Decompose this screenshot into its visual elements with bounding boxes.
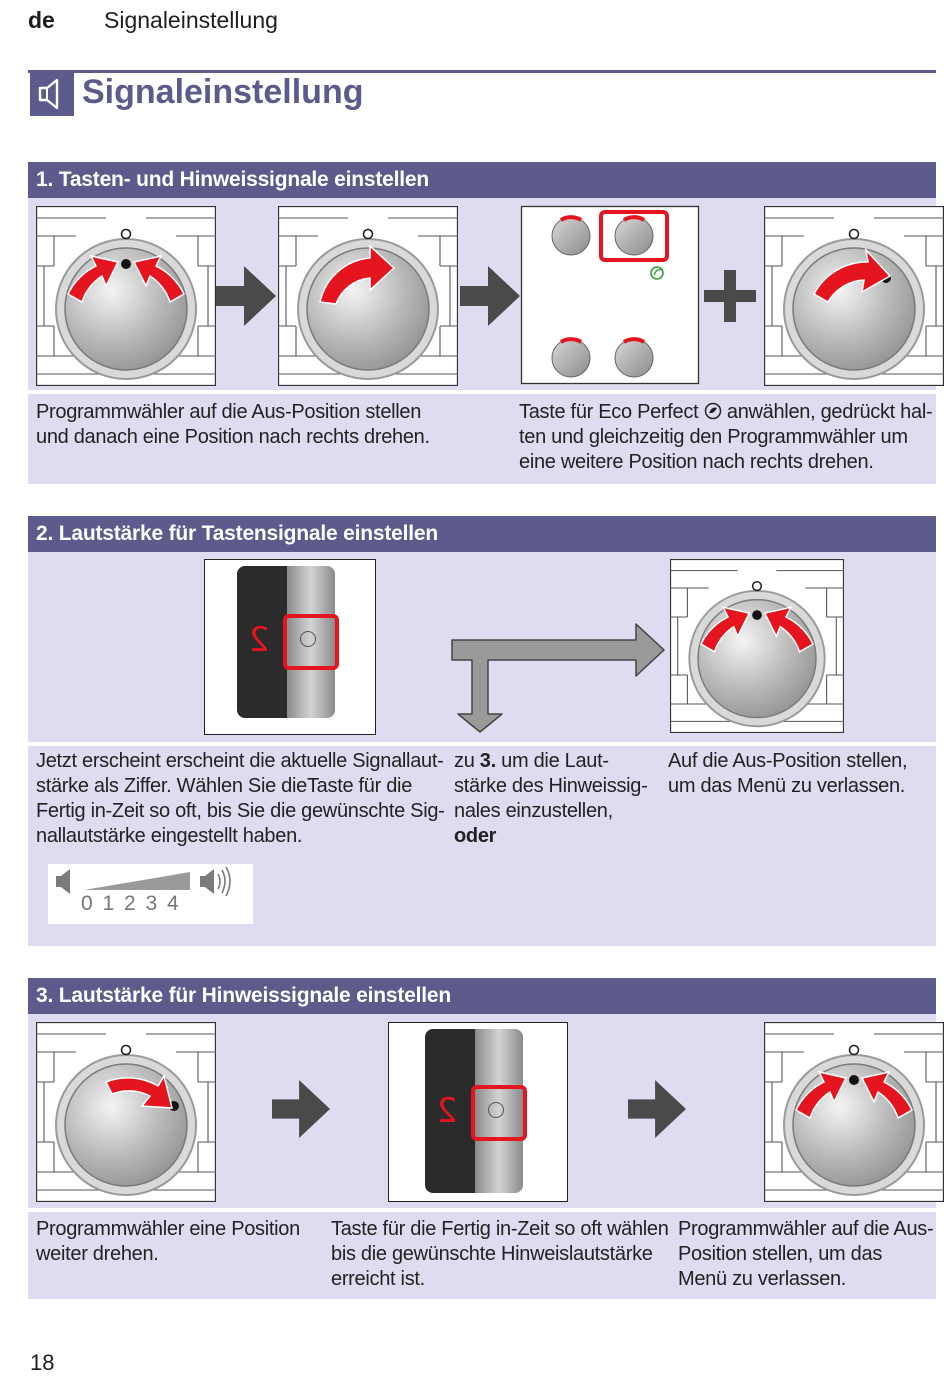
page-title: Signaleinstellung — [82, 73, 364, 111]
section-2-separator — [28, 742, 936, 746]
text-fragment: anwählen, gedrückt hal- — [726, 401, 933, 423]
text-fragment: um die Laut- — [501, 750, 609, 772]
timer-button-highlight — [283, 614, 339, 670]
text-line: Position stellen, um das — [678, 1243, 883, 1265]
step-3a-text: Programmwähler eine Position weiter dreh… — [36, 1217, 300, 1267]
text-fragment: Taste für Eco Perfect — [519, 401, 699, 423]
section-1-panel: 1. Tasten- und Hinweissignale einstellen — [28, 162, 936, 484]
text-line: Jetzt erscheint erscheint die aktuelle S… — [36, 750, 444, 772]
volume-ramp — [84, 872, 190, 890]
flow-arrow-icon — [451, 623, 665, 733]
step-2a-text: Jetzt erscheint erscheint die aktuelle S… — [36, 749, 445, 849]
next-step-arrow-icon — [460, 266, 520, 326]
display-screen: 2 — [425, 1029, 475, 1193]
text-line: stärke des Hinweissig- — [454, 775, 648, 797]
section-3-header: 3. Lautstärke für Hinweissignale einstel… — [28, 978, 936, 1014]
text-line: erreicht ist. — [331, 1268, 425, 1290]
knob-position-one-diagram — [278, 206, 458, 386]
step-1b-text: Taste für Eco Perfect anwählen, gedrückt… — [519, 400, 933, 475]
next-step-arrow-icon — [628, 1078, 686, 1140]
text-line: Programmwähler eine Position — [36, 1218, 300, 1240]
section-3-title: 3. Lautstärke für Hinweissignale einstel… — [36, 984, 452, 1007]
section-1-separator — [28, 390, 936, 394]
section-3-panel: 3. Lautstärke für Hinweissignale einstel… — [28, 978, 936, 1299]
knob-off-diagram — [764, 1022, 944, 1202]
text-line: und danach eine Position nach rechts dre… — [36, 426, 430, 448]
text-line: eine weitere Position nach rechts drehen… — [519, 451, 874, 473]
text-line: weiter drehen. — [36, 1243, 159, 1265]
text-line: Programmwähler auf die Aus- — [678, 1218, 934, 1240]
eco-perfect-icon — [704, 402, 721, 420]
eco-perfect-button-diagram — [520, 205, 700, 385]
text-line: stärke als Ziffer. Wählen Sie dieTaste f… — [36, 775, 413, 797]
knob-position-two-diagram — [764, 206, 944, 386]
language-code: de — [28, 7, 55, 33]
knob-turn-right-diagram — [36, 1022, 216, 1202]
speaker-high-icon — [200, 866, 231, 897]
step-3c-text: Programmwähler auf die Aus- Position ste… — [678, 1217, 934, 1292]
text-line: nales einzustellen, — [454, 800, 613, 822]
title-rule — [28, 70, 936, 73]
text-line: Taste für Eco Perfect anwählen, gedrückt… — [519, 400, 933, 425]
text-line: Taste für die Fertig in-Zeit so oft wähl… — [331, 1218, 669, 1240]
next-step-arrow-icon — [272, 1078, 330, 1140]
display-screen: 2 — [237, 566, 287, 718]
clock-icon — [300, 631, 316, 647]
text-line: um das Menü zu verlassen. — [668, 775, 906, 797]
knob-off-diagram — [670, 559, 844, 733]
section-1-title: 1. Tasten- und Hinweissignale einstellen — [36, 168, 430, 191]
section-reference: 3. — [479, 750, 496, 772]
volume-scale: 0 1 2 3 4 — [48, 864, 253, 924]
text-line: Auf die Aus-Position stellen, — [668, 750, 908, 772]
text-line: Fertig in-Zeit so oft, bis Sie die gewün… — [36, 800, 445, 822]
step-2b-text: zu 3. um die Laut- stärke des Hinweissig… — [454, 749, 648, 849]
section-2-title: 2. Lautstärke für Tastensignale einstell… — [36, 522, 439, 545]
section-1-header: 1. Tasten- und Hinweissignale einstellen — [28, 162, 936, 198]
next-step-arrow-icon — [216, 266, 276, 326]
text-fragment: zu — [454, 750, 475, 772]
speaker-icon — [30, 72, 74, 116]
plus-icon — [704, 270, 756, 322]
text-line: Menü zu verlassen. — [678, 1268, 847, 1290]
or-label: oder — [454, 825, 497, 847]
knob-off-turn-right-diagram — [36, 206, 216, 386]
page-number: 18 — [30, 1350, 55, 1375]
step-1a-text: Programmwähler auf die Aus-Position stel… — [36, 400, 430, 450]
display-digit: 2 — [437, 1091, 458, 1131]
step-3b-text: Taste für die Fertig in-Zeit so oft wähl… — [331, 1217, 669, 1292]
text-line: nallautstärke eingestellt haben. — [36, 825, 303, 847]
step-2c-text: Auf die Aus-Position stellen, um das Men… — [668, 749, 908, 799]
speaker-low-icon — [56, 869, 70, 894]
section-3-separator — [28, 1208, 936, 1212]
volume-levels: 0 1 2 3 4 — [81, 892, 181, 915]
text-line: Programmwähler auf die Aus-Position stel… — [36, 401, 422, 423]
display-panel-diagram: 2 — [388, 1022, 568, 1202]
timer-button-highlight — [471, 1085, 527, 1141]
section-2-header: 2. Lautstärke für Tastensignale einstell… — [28, 516, 936, 552]
display-panel-diagram: 2 — [204, 559, 376, 735]
running-header: Signaleinstellung — [104, 7, 278, 33]
text-line: ten und gleichzeitig den Programmwähler … — [519, 426, 908, 448]
display-digit: 2 — [249, 620, 270, 660]
text-line: bis die gewünschte Hinweislautstärke — [331, 1243, 653, 1265]
text-line: zu 3. um die Laut- — [454, 749, 647, 774]
clock-icon — [488, 1102, 504, 1118]
